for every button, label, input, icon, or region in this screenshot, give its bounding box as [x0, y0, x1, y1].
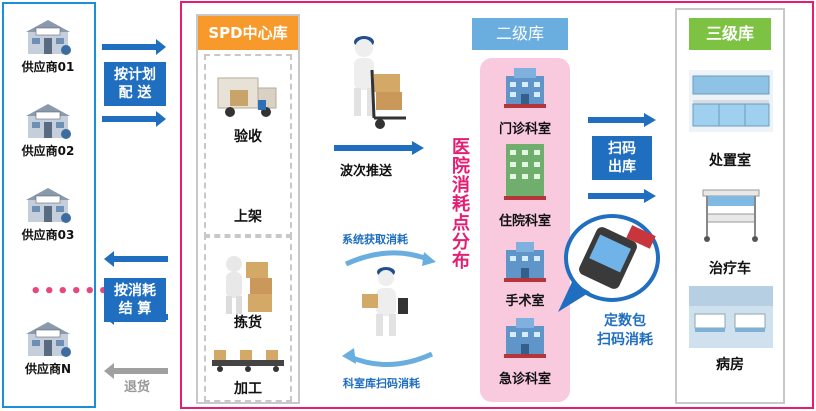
supplier-1: 供应商01 [8, 18, 88, 75]
return-arrow [104, 363, 168, 379]
ward-photo [689, 286, 773, 348]
plan-delivery-line-2: 配 送 [118, 85, 152, 101]
fixed-pack-line-2: 扫码消耗 [597, 332, 653, 348]
dept-surgery: 手术室 [505, 294, 545, 309]
delivery-arrows [102, 39, 166, 127]
supplier-label: 供应商01 [21, 60, 75, 74]
consume-settle-box: 按消耗 结 算 [104, 278, 166, 322]
scanner-device-icon [558, 214, 660, 312]
hospital-building-icon [504, 318, 546, 358]
conveyor-icon [212, 350, 284, 372]
scan-out-line-2: 出库 [608, 159, 636, 175]
system-fetch-label: 系统获取消耗 [342, 233, 408, 246]
hospital-consume-vertical: 医院消耗点分布 [450, 138, 472, 298]
hospital-panel [180, 1, 814, 409]
hospital-building-icon [504, 68, 546, 108]
spd-title: SPD中心库 [198, 16, 298, 50]
return-label: 退货 [124, 380, 151, 395]
spd-inbound-group [204, 54, 292, 238]
supplier-n: 供应商N [8, 320, 88, 377]
picker-icon [226, 256, 272, 314]
scan-out-box: 扫码 出库 [592, 136, 652, 180]
consume-settle-line-2: 结 算 [118, 301, 152, 317]
hospital-tower-icon [504, 144, 546, 200]
warehouse-icon [22, 102, 74, 140]
level2-dept-column: 门诊科室 住院科室 手术室 急诊科室 [480, 58, 570, 402]
batch-push-arrow [334, 141, 424, 155]
step-shelve: 上架 [234, 209, 262, 225]
scan-out-arrow-top [588, 113, 656, 127]
step-process: 加工 [234, 381, 262, 397]
level3-title: 三级库 [689, 18, 771, 50]
supplier-2: 供应商02 [8, 102, 88, 159]
spd-outbound-group [204, 234, 292, 402]
room-treatment-cart: 治疗车 [709, 261, 751, 277]
dept-outpatient: 门诊科室 [498, 122, 551, 137]
treatment-cart-photo [689, 182, 773, 244]
scan-out-line-1: 扫码 [608, 141, 636, 157]
treatment-room-photo [689, 70, 773, 132]
dept-emergency: 急诊科室 [498, 372, 551, 387]
scan-out-arrow-bottom [588, 189, 656, 203]
dept-scan-label: 科室库扫码消耗 [343, 377, 420, 390]
supplier-ellipsis: •••••• [30, 281, 112, 302]
level2-title: 二级库 [472, 18, 568, 50]
supplier-label: 供应商N [24, 362, 72, 376]
plan-delivery-box: 按计划 配 送 [104, 62, 166, 106]
consume-settle-line-1: 按消耗 [114, 283, 156, 299]
room-ward: 病房 [716, 357, 744, 373]
handler-person-icon [362, 267, 408, 336]
dept-scan-arrow [342, 348, 434, 367]
level3-panel: 三级库 处置室 治疗车 病房 [675, 8, 785, 404]
step-accept: 验收 [234, 129, 262, 145]
dept-inpatient: 住院科室 [498, 214, 551, 229]
delivery-person-icon [354, 36, 406, 129]
hospital-building-icon [504, 242, 546, 282]
spd-panel: SPD中心库 验收 上架 拣货 加工 [196, 14, 300, 404]
supplier-label: 供应商03 [21, 228, 75, 242]
warehouse-icon [22, 320, 74, 358]
system-fetch-arrow [344, 250, 436, 267]
supplier-label: 供应商02 [21, 144, 75, 158]
supplier-panel [2, 2, 96, 408]
room-disposal: 处置室 [709, 153, 751, 169]
batch-push-label: 波次推送 [340, 164, 393, 179]
warehouse-icon [22, 18, 74, 56]
truck-icon [217, 77, 277, 117]
warehouse-icon [22, 186, 74, 224]
plan-delivery-line-1: 按计划 [114, 67, 156, 83]
step-pick: 拣货 [234, 315, 262, 331]
fixed-pack-line-1: 定数包 [604, 313, 646, 329]
supplier-3: 供应商03 [8, 186, 88, 243]
fixed-pack-label: 定数包 扫码消耗 [588, 312, 662, 350]
